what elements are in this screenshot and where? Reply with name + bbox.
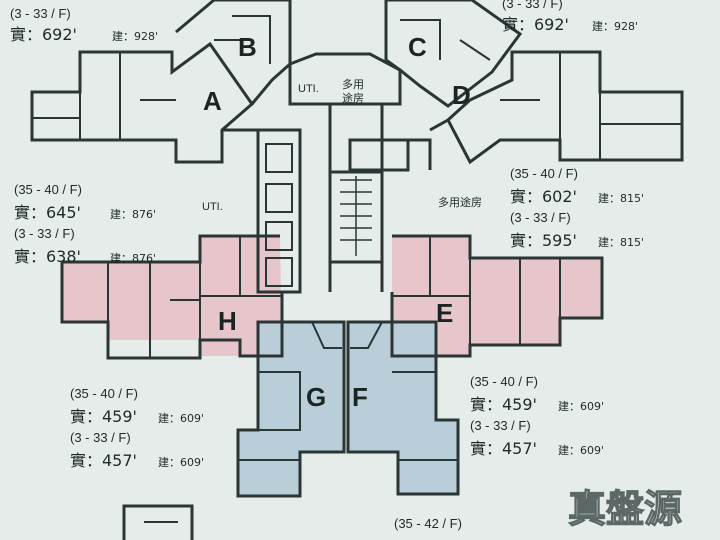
watermark-logo: 真盤源	[568, 487, 682, 531]
gross-g-lower: 建：609'	[158, 455, 204, 469]
unit-letter-h: H	[218, 306, 237, 336]
unit-letter-a: A	[203, 86, 222, 116]
unit-e-fill	[392, 236, 602, 356]
unit-g-fill	[238, 322, 344, 496]
floor-range-top-right: (3 - 33 / F)	[502, 0, 563, 11]
floor-range-h-upper: (35 - 40 / F)	[14, 182, 82, 197]
saleable-e-lower: 實：595'	[510, 231, 577, 250]
saleable-g-lower: 實：457'	[70, 451, 137, 470]
floor-range-e-upper: (35 - 40 / F)	[510, 166, 578, 181]
saleable-f-lower: 實：457'	[470, 439, 537, 458]
unit-letter-e: E	[436, 298, 453, 328]
room-multi-right: 多用途房	[438, 195, 482, 209]
unit-letter-d: D	[452, 80, 471, 110]
floor-range-e-lower: (3 - 33 / F)	[510, 210, 571, 225]
gross-g-upper: 建：609'	[158, 411, 204, 425]
saleable-g-upper: 實：459'	[70, 407, 137, 426]
floor-range-top-left: (3 - 33 / F)	[10, 6, 71, 21]
gross-h-lower: 建：876'	[110, 251, 156, 265]
room-labels: UTI. 多用 途房 UTI. 多用途房	[202, 77, 482, 213]
floor-range-g-lower: (3 - 33 / F)	[70, 430, 131, 445]
room-multi-top-2: 途房	[342, 91, 364, 105]
saleable-h-lower: 實：638'	[14, 247, 81, 266]
unit-letter-b: B	[238, 32, 257, 62]
floor-range-f-upper: (35 - 40 / F)	[470, 374, 538, 389]
gross-f-upper: 建：609'	[558, 399, 604, 413]
unit-h-fill	[62, 236, 282, 356]
gross-top-left: 建：928'	[112, 29, 158, 43]
gross-top-right: 建：928'	[592, 19, 638, 33]
area-labels: (3 - 33 / F) 實：692' 建：928' (3 - 33 / F) …	[10, 0, 644, 531]
gross-e-upper: 建：815'	[598, 191, 644, 205]
floor-range-h-lower: (3 - 33 / F)	[14, 226, 75, 241]
gross-e-lower: 建：815'	[598, 235, 644, 249]
room-multi-top: 多用	[342, 77, 364, 91]
unit-letter-f: F	[352, 382, 368, 412]
floor-range-f-lower: (3 - 33 / F)	[470, 418, 531, 433]
gross-f-lower: 建：609'	[558, 443, 604, 457]
floor-range-bottom-right: (35 - 42 / F)	[394, 516, 462, 531]
walls	[30, 0, 684, 540]
saleable-f-upper: 實：459'	[470, 395, 537, 414]
saleable-top-left: 實：692'	[10, 25, 77, 44]
pink-units	[62, 236, 602, 356]
saleable-e-upper: 實：602'	[510, 187, 577, 206]
room-uti-top: UTI.	[298, 83, 319, 95]
gross-h-upper: 建：876'	[110, 207, 156, 221]
unit-letter-g: G	[306, 382, 326, 412]
saleable-h-upper: 實：645'	[14, 203, 81, 222]
saleable-top-right: 實：692'	[502, 15, 569, 34]
unit-letters: A B C D H E G F	[203, 32, 471, 412]
room-uti-left: UTI.	[202, 201, 223, 213]
floor-range-g-upper: (35 - 40 / F)	[70, 386, 138, 401]
unit-letter-c: C	[408, 32, 427, 62]
